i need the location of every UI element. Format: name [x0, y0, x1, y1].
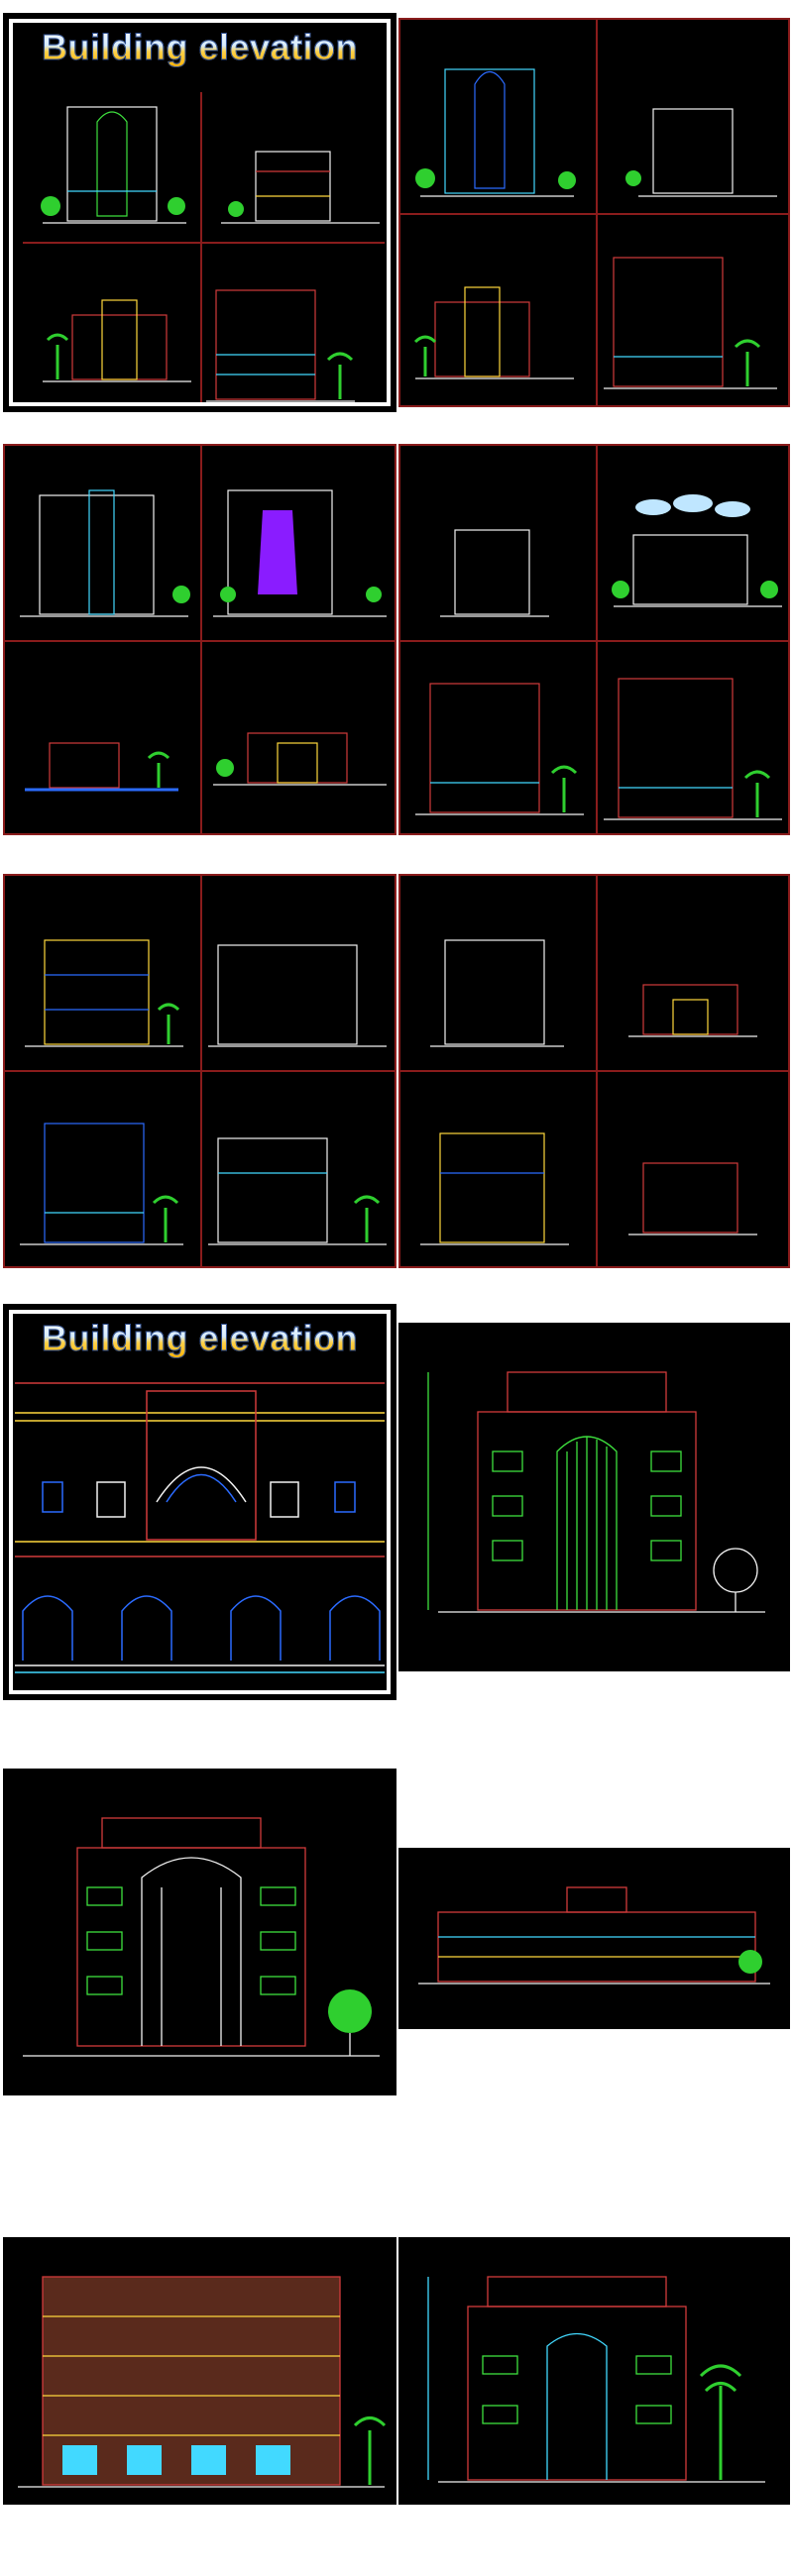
detail-arched-facade: Building elevation — [3, 1304, 396, 1700]
sheet-2 — [398, 18, 790, 407]
detail-long-low-building — [398, 1848, 790, 2029]
brown-block-drawing — [18, 2276, 387, 2488]
sheet-3-drawing — [5, 446, 395, 833]
elevation-building-d — [206, 289, 355, 402]
detail-brown-block — [3, 2237, 396, 2505]
tower-with-tree-drawing — [23, 1817, 380, 2057]
sheet-2-drawing — [400, 20, 788, 405]
detail-tower-with-tree — [3, 1769, 396, 2095]
title-banner-detail: Building elevation — [23, 1318, 377, 1359]
elevation-building-c — [43, 299, 191, 382]
sheet-1: Building elevation — [3, 13, 396, 412]
detail-tall-tower — [398, 1323, 790, 1671]
palm-tower-drawing — [427, 2276, 765, 2483]
arched-facade-drawing — [15, 1382, 385, 1673]
tall-tower-drawing — [427, 1371, 765, 1613]
sheet-5-drawing — [5, 876, 395, 1266]
elevation-building-b — [221, 151, 380, 224]
title-banner: Building elevation — [23, 27, 377, 68]
sheet-3 — [3, 444, 396, 835]
sheet-6 — [398, 874, 790, 1268]
detail-palm-tower — [398, 2237, 790, 2505]
sheet-4-drawing — [400, 446, 788, 833]
sheet-6-drawing — [400, 876, 788, 1266]
sheet-4 — [398, 444, 790, 835]
sheet-1-drawing — [23, 92, 385, 404]
long-low-building-drawing — [418, 1886, 770, 1985]
sheet-5 — [3, 874, 396, 1268]
elevation-building-a — [41, 106, 186, 224]
